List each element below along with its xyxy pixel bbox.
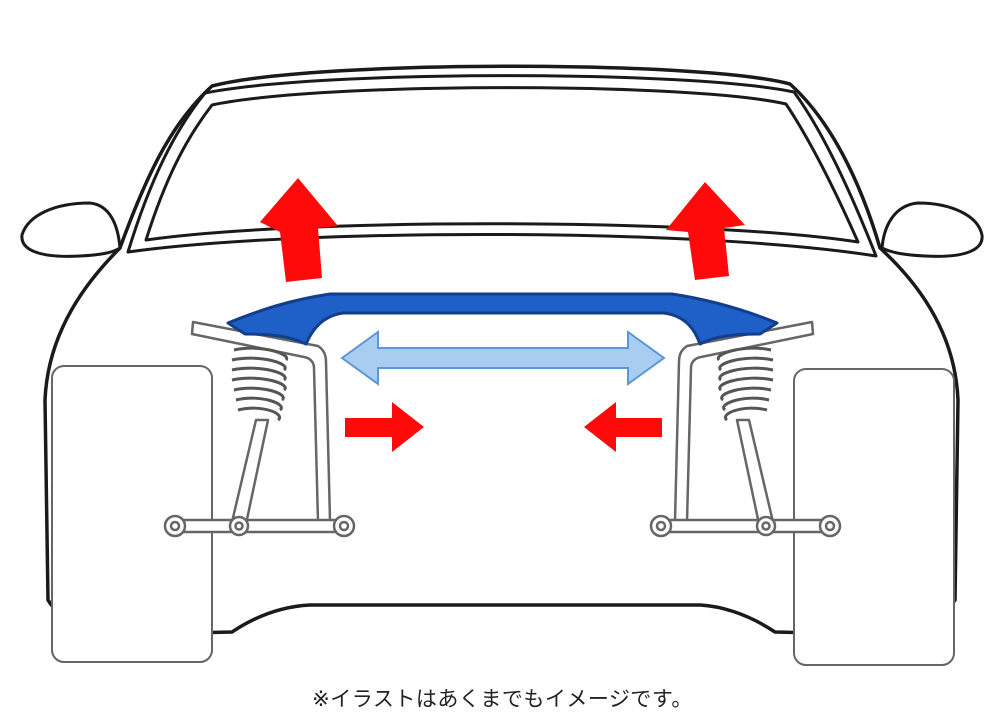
right-upward-force-arrow	[666, 182, 745, 280]
wheels	[51, 365, 955, 666]
left-wheel	[51, 365, 213, 663]
right-mirror	[880, 201, 984, 258]
right-coil-spring	[716, 346, 774, 422]
illustration-disclaimer: ※イラストはあくまでもイメージです。	[312, 687, 693, 711]
strut-tower-bar	[226, 292, 779, 346]
left-upward-force-arrow	[260, 178, 338, 282]
left-damper	[230, 418, 270, 526]
right-damper	[735, 418, 775, 526]
force-arrows	[260, 178, 745, 452]
right-wheel	[793, 368, 955, 666]
left-suspension	[163, 320, 356, 538]
left-coil-spring	[231, 346, 289, 422]
left-lower-arm	[176, 518, 346, 534]
windshield-inner	[144, 86, 860, 244]
right-inward-force-arrow	[584, 402, 662, 452]
left-mirror	[20, 201, 122, 258]
windshield-outer	[126, 74, 878, 258]
right-suspension	[649, 320, 842, 538]
right-lower-arm	[659, 518, 829, 534]
left-inward-force-arrow	[345, 402, 424, 452]
tension-double-arrow	[340, 330, 666, 386]
